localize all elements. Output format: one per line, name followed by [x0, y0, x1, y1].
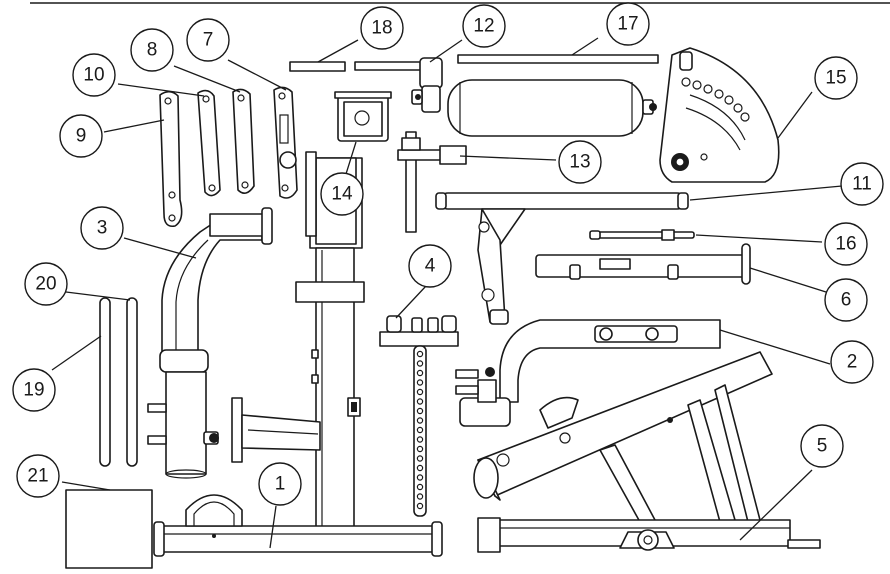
svg-text:19: 19	[23, 380, 44, 401]
part-13-pop-pin	[397, 131, 467, 233]
selector-hole	[416, 398, 424, 405]
selector-hole	[416, 388, 424, 396]
callout-17: 17	[606, 2, 650, 46]
svg-text:12: 12	[473, 16, 494, 37]
svg-text:2: 2	[847, 352, 858, 373]
svg-text:3: 3	[97, 218, 108, 239]
callout-12: 12	[462, 4, 506, 48]
part-9-curved-link	[159, 90, 183, 228]
selector-hole	[416, 483, 424, 491]
svg-text:8: 8	[147, 40, 158, 61]
selector-hole	[416, 369, 424, 377]
part-14-pad-bracket	[334, 91, 392, 142]
svg-text:4: 4	[425, 256, 436, 277]
callout-18: 18	[360, 6, 404, 50]
svg-text:13: 13	[569, 152, 590, 173]
selector-hole	[416, 407, 424, 415]
selector-hole	[416, 426, 424, 434]
part-18-flat-bar	[289, 61, 346, 72]
callout-13: 13	[558, 140, 602, 184]
callout-8: 8	[130, 28, 174, 72]
callout-19: 19	[12, 368, 56, 412]
part-5-base-frame	[473, 351, 821, 553]
part-8-link-bar	[232, 88, 255, 194]
selector-hole	[416, 445, 424, 453]
svg-text:18: 18	[371, 18, 392, 39]
selector-hole	[416, 379, 424, 386]
svg-text:6: 6	[841, 290, 852, 311]
part-7-link-plate	[273, 86, 298, 199]
svg-text:16: 16	[835, 234, 856, 255]
callout-14: 14	[320, 172, 364, 216]
selector-hole	[416, 350, 424, 358]
svg-text:5: 5	[817, 436, 828, 457]
svg-text:9: 9	[76, 126, 87, 147]
selector-holes	[416, 350, 424, 510]
part-16-rod	[589, 229, 695, 241]
callout-6: 6	[824, 278, 868, 322]
svg-text:21: 21	[27, 466, 48, 487]
callout-1: 1	[258, 462, 302, 506]
callout-3: 3	[80, 206, 124, 250]
selector-hole	[416, 474, 424, 481]
svg-text:17: 17	[617, 14, 638, 35]
part-19-bar	[99, 297, 111, 467]
callout-5: 5	[800, 424, 844, 468]
part-3-bent-post	[147, 207, 273, 479]
selector-hole	[416, 455, 424, 462]
part-17-long-flat-bar	[457, 54, 659, 64]
callout-11: 11	[840, 162, 884, 206]
part-4-selector-stem	[379, 315, 459, 517]
callout-9: 9	[59, 114, 103, 158]
callout-10: 10	[72, 53, 116, 97]
svg-text:11: 11	[852, 174, 872, 195]
callout-16: 16	[824, 222, 868, 266]
svg-text:20: 20	[35, 274, 56, 295]
part-2-curved-arm	[455, 319, 721, 427]
svg-text:14: 14	[331, 184, 353, 205]
svg-text:15: 15	[825, 68, 846, 89]
svg-text:10: 10	[83, 65, 104, 86]
roller-pad	[447, 79, 657, 137]
callout-4: 4	[408, 244, 452, 288]
part-21-square-pad	[65, 489, 153, 569]
callout-2: 2	[830, 340, 874, 384]
selector-hole	[416, 436, 424, 443]
selector-hole	[416, 360, 424, 367]
svg-text:1: 1	[275, 474, 286, 495]
part-12-axle-bracket	[354, 57, 443, 113]
selector-hole	[416, 464, 424, 472]
part-6-tube-handle	[535, 243, 751, 285]
callout-15: 15	[814, 56, 858, 100]
part-1-main-base	[153, 494, 443, 557]
callout-20: 20	[24, 262, 68, 306]
selector-hole	[416, 493, 424, 500]
selector-hole	[416, 417, 424, 424]
part-20-bar	[126, 297, 138, 467]
svg-text:7: 7	[203, 30, 214, 51]
callout-21: 21	[16, 454, 60, 498]
part-15-adjustment-plate	[659, 47, 780, 183]
callout-7: 7	[186, 18, 230, 62]
part-11-pivot-tube	[435, 192, 689, 325]
back-pad-bracket	[231, 397, 321, 463]
part-10-link-bar	[197, 89, 221, 197]
selector-hole	[416, 502, 424, 510]
leader-lines	[51, 37, 843, 549]
